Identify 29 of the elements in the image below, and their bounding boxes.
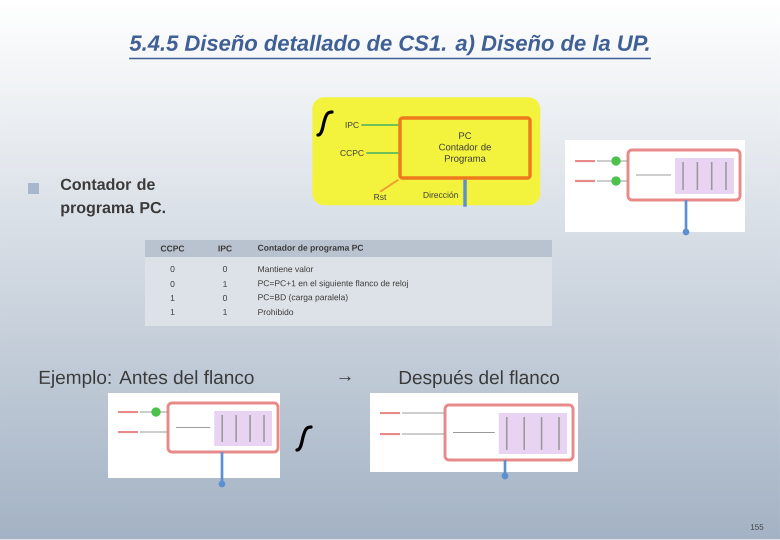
title: 5.4.5 Diseño detallado de CS1. a) Diseño de la UP. xyxy=(129,34,651,60)
table-cell: 1 xyxy=(223,281,227,287)
header-cell: IPC xyxy=(200,240,250,257)
caption-text: Ejemplo: Antes del flanco xyxy=(40,370,254,388)
signal-label: Rst xyxy=(374,194,386,200)
bullet-text: Contador de programa PC. xyxy=(60,178,165,216)
table-cell: 1 xyxy=(170,309,174,315)
table-cell: 0 xyxy=(170,266,175,272)
table-cell: 0 xyxy=(222,295,228,302)
connector-line xyxy=(463,180,467,207)
header-cell: CCPC xyxy=(145,240,200,257)
connector-line xyxy=(380,178,399,193)
connector-line xyxy=(361,124,398,126)
arrow-symbol: → xyxy=(339,376,351,381)
table-cell: 0 xyxy=(222,266,228,272)
table-cell: 0 xyxy=(170,281,175,288)
table-cell: PC=PC+1 en el siguiente flanco de reloj xyxy=(258,280,408,288)
caption-text: Después del flanco xyxy=(400,370,560,388)
table-cell: 1 xyxy=(170,295,174,301)
table-cell: Prohibido xyxy=(258,308,294,316)
page-number: 155 xyxy=(750,524,764,530)
connector-line xyxy=(366,152,398,154)
table-cell: 1 xyxy=(223,309,227,315)
table-cell: PC=BD (carga paralela) xyxy=(258,294,348,302)
signal-label: IPC xyxy=(346,122,359,128)
signal-label: CCPC xyxy=(340,150,364,156)
table-cell: Mantiene valor xyxy=(258,266,314,272)
edge-label: Dirección xyxy=(422,190,460,200)
register-box: PC Contador de Programa xyxy=(398,116,532,180)
